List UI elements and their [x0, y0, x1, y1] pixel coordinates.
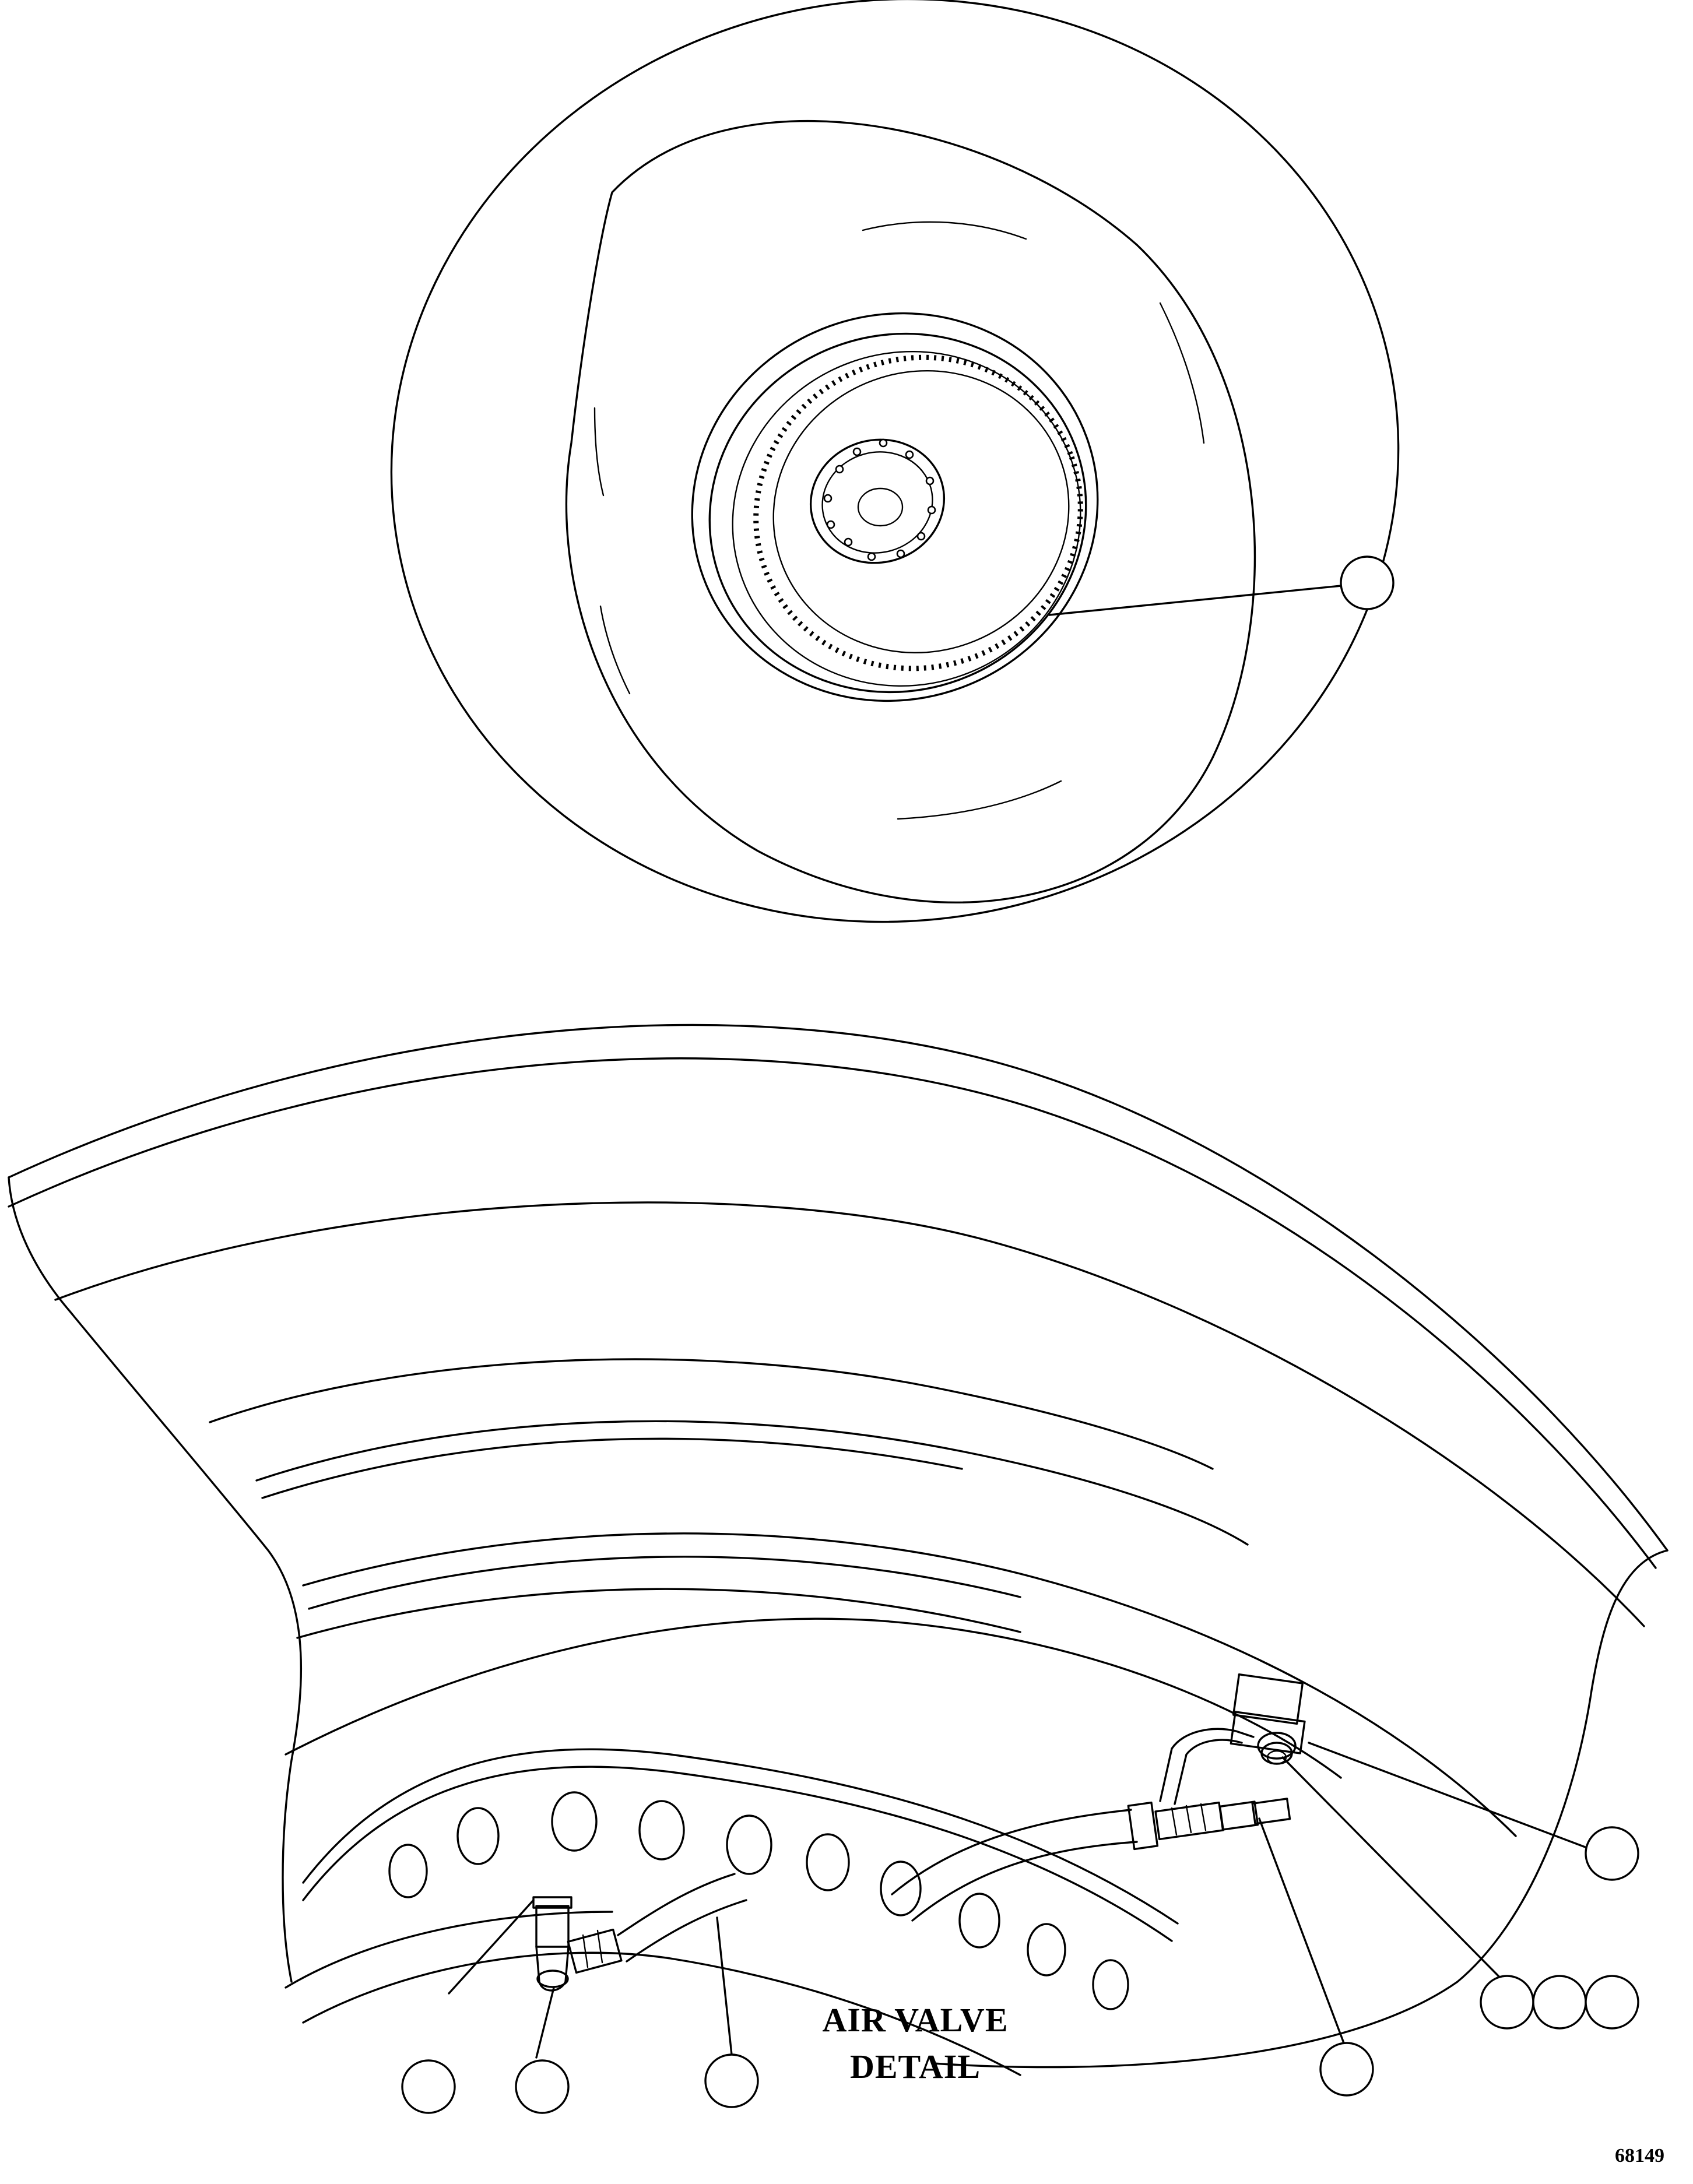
hub-bolts: [823, 438, 936, 561]
callout-hose: [704, 2053, 759, 2108]
rim-flange: [691, 312, 1099, 702]
valve-bracket: [1159, 1673, 1306, 1805]
callout-bracket-nut: [1585, 1826, 1639, 1881]
hub-cap: [809, 438, 946, 564]
leader-lines: [448, 1742, 1596, 2059]
rim-holes: [388, 1791, 1129, 2010]
figure-number: 68149: [1615, 2145, 1664, 2167]
caption-line-2: DETAIL: [849, 2048, 981, 2085]
air-valve-stem: [1127, 1798, 1291, 1851]
callout-group-a: [1480, 1975, 1534, 2030]
tire-sidewall: [8, 1024, 1669, 1552]
caption-line-1: AIR VALVE: [822, 2001, 1009, 2039]
inner-valve-elbow: [532, 1873, 747, 1992]
air-valve-detail-view: [8, 1024, 1669, 2076]
callout-group-c: [1585, 1975, 1639, 2030]
rim-vent-ring: [753, 354, 1083, 671]
air-hose: [891, 1809, 1132, 1895]
callout-bubbles: [401, 555, 1639, 2114]
callout-elbow: [515, 2059, 570, 2114]
tire-inner-shoulder: [565, 119, 1256, 903]
callout-group-b: [1532, 1975, 1587, 2030]
callout-valve-stem: [1319, 2042, 1374, 2097]
rim-band: [302, 1748, 1179, 1925]
callout-wheel: [1340, 555, 1395, 610]
callout-inner-valve: [401, 2059, 456, 2114]
wheel-tire-view: [390, 0, 1400, 923]
tire-outer: [390, 0, 1400, 923]
